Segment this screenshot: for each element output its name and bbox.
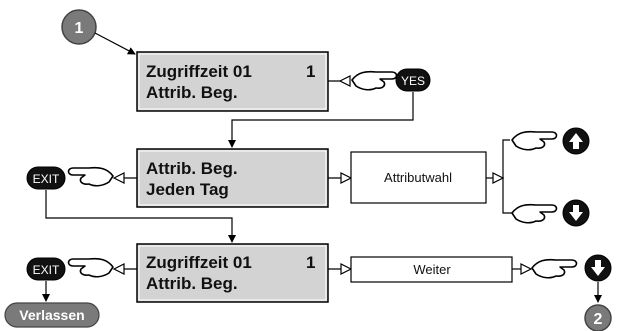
lcd-display-1: Zugriffzeit 01 1 Attrib. Beg. (136, 51, 329, 112)
lcd1-yes-arrow (338, 75, 351, 87)
start-marker-label: 1 (75, 20, 84, 37)
start-marker: 1 (61, 9, 97, 45)
next-label: Weiter (413, 262, 451, 277)
arrow-up-icon (569, 133, 583, 149)
lcd1-line2: Attrib. Beg. (146, 83, 238, 102)
arrow-down-icon (569, 205, 583, 221)
leave-label: Verlassen (19, 307, 84, 323)
exit-key-label: EXIT (33, 172, 60, 186)
exit-lcd3-connector (45, 190, 236, 243)
pointing-hand-icon (67, 166, 114, 187)
box-branch-arrow (492, 172, 505, 184)
pointing-hand-icon (351, 70, 398, 91)
lcd2-line1: Attrib. Beg. (146, 159, 238, 178)
pointing-hand-icon (531, 258, 578, 279)
lcd3-line1-value: 1 (306, 253, 315, 272)
exit-key[interactable]: EXIT (26, 166, 66, 190)
pointing-hand-icon (511, 203, 558, 224)
lcd1-line1-value: 1 (306, 62, 315, 81)
lcd1-lcd2-connector (228, 92, 414, 148)
lcd1-line1: Zugriffzeit 01 (146, 62, 252, 81)
lcd3-line1: Zugriffzeit 01 (146, 253, 252, 272)
exit-key-2[interactable]: EXIT (26, 257, 66, 281)
lcd-display-2: Attrib. Beg. Jeden Tag (136, 148, 329, 208)
arrow-down-icon (591, 260, 605, 276)
yes-key-label: YES (401, 74, 425, 88)
pointing-hand-icon (67, 257, 114, 278)
down-arrow-key-2[interactable] (584, 254, 612, 282)
lcd2-exit-arrow (112, 172, 125, 184)
leave-pill: Verlassen (4, 302, 100, 328)
end-marker-label: 2 (594, 311, 603, 328)
lcd2-line2: Jeden Tag (146, 180, 229, 199)
pointing-hand-icon (511, 130, 558, 151)
end-marker: 2 (584, 304, 612, 331)
yes-key[interactable]: YES (395, 68, 431, 92)
attribute-select-box: Attributwahl (350, 151, 487, 204)
start-connector (94, 32, 136, 55)
up-arrow-key[interactable] (562, 127, 590, 155)
next-hand-arrow (520, 263, 533, 275)
lcd3-line2: Attrib. Beg. (146, 274, 238, 293)
attribute-select-label: Attributwahl (384, 170, 452, 185)
exit-key-2-label: EXIT (33, 263, 60, 277)
lcd2-box-arrow (340, 172, 353, 184)
lcd-display-3: Zugriffzeit 01 1 Attrib. Beg. (136, 243, 329, 303)
lcd3-exit-arrow (112, 263, 125, 275)
down-arrow-key[interactable] (562, 199, 590, 227)
branch-bracket (502, 139, 512, 214)
lcd3-box-arrow (340, 263, 353, 275)
next-box: Weiter (350, 256, 513, 283)
